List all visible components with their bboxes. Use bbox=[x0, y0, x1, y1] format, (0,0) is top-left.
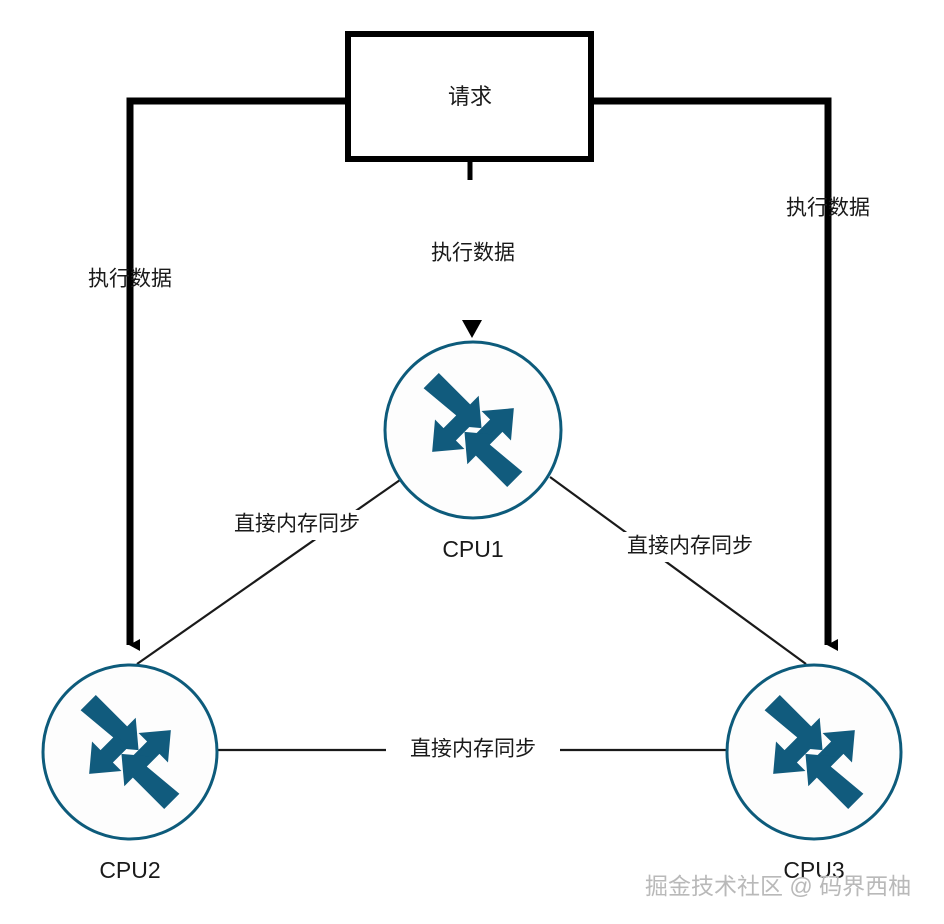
edge-cpu1-to-cpu2 bbox=[136, 479, 401, 665]
node-cpu3-label: CPU3 bbox=[783, 857, 844, 883]
edge-label-cpu1-to-cpu2: 直接内存同步 bbox=[234, 513, 360, 536]
edge-layer bbox=[126, 97, 838, 752]
edge-cpu1-to-cpu3 bbox=[549, 476, 807, 665]
edge-label-cpu2-to-cpu3: 直接内存同步 bbox=[410, 738, 536, 761]
edge-request-to-cpu1-arrowhead bbox=[462, 320, 482, 338]
node-cpu1-circle bbox=[383, 340, 563, 520]
request-box-rect bbox=[345, 31, 594, 162]
edge-label-layer: 执行数据 执行数据 执行数据 直接内存同步 直接内存同步 直接内存同步 bbox=[88, 197, 870, 764]
node-cpu3[interactable]: CPU3 bbox=[725, 663, 903, 883]
edge-request-to-cpu3 bbox=[591, 97, 838, 651]
edge-label-bg-cpu1-cpu3 bbox=[598, 532, 784, 562]
node-cpu2-circle bbox=[41, 663, 219, 841]
request-box-label: 请求 bbox=[448, 84, 492, 109]
node-cpu3-circle bbox=[725, 663, 903, 841]
watermark: 掘金技术社区 @ 码界西柚 bbox=[645, 873, 911, 899]
request-box[interactable]: 请求 bbox=[345, 31, 594, 162]
node-cpu2-label: CPU2 bbox=[99, 857, 160, 883]
edge-label-request-to-cpu2: 执行数据 bbox=[88, 268, 172, 291]
edge-label-bg-cpu1-cpu2 bbox=[205, 510, 391, 540]
edge-label-request-to-cpu3: 执行数据 bbox=[786, 197, 870, 220]
edge-label-bg-cpu2-cpu3 bbox=[386, 736, 560, 764]
node-cpu2[interactable]: CPU2 bbox=[41, 663, 219, 883]
edge-label-cpu1-to-cpu3: 直接内存同步 bbox=[627, 535, 753, 558]
edge-request-to-cpu2 bbox=[126, 97, 348, 651]
edge-label-request-to-cpu1: 执行数据 bbox=[431, 242, 515, 265]
node-cpu1-label: CPU1 bbox=[442, 536, 503, 562]
node-cpu1[interactable]: CPU1 bbox=[383, 340, 563, 562]
